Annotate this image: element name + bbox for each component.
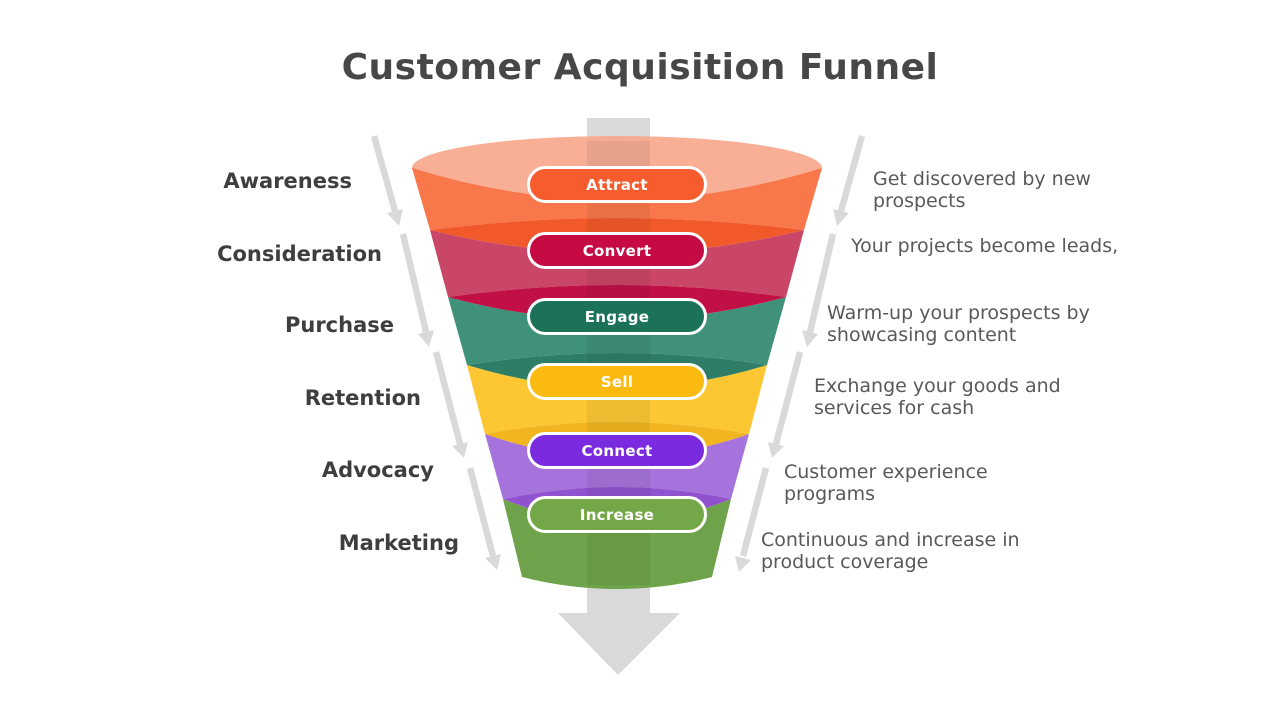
right-flow-arrow-lines bbox=[739, 135, 866, 557]
stage-label-consideration: Consideration bbox=[217, 242, 382, 266]
stage-label-retention: Retention bbox=[304, 386, 421, 410]
left-flow-arrow-heads bbox=[387, 209, 501, 570]
arrowhead-icon bbox=[387, 209, 403, 226]
pill-sell: Sell bbox=[527, 363, 707, 400]
right-flow-arrow-3 bbox=[772, 351, 804, 445]
right-flow-arrow-heads bbox=[735, 209, 849, 572]
pill-engage: Engage bbox=[527, 298, 707, 335]
stage-label-advocacy: Advocacy bbox=[321, 458, 434, 482]
left-flow-arrow-3 bbox=[432, 351, 464, 445]
down-arrow-head bbox=[558, 613, 680, 675]
left-flow-arrow-2 bbox=[399, 233, 430, 333]
pill-convert: Convert bbox=[527, 232, 707, 269]
stage-desc-awareness: Get discovered by new prospects bbox=[873, 168, 1091, 213]
stage-label-marketing: Marketing bbox=[338, 531, 459, 555]
arrowhead-icon bbox=[418, 330, 434, 347]
stage-desc-marketing: Continuous and increase in product cover… bbox=[761, 529, 1020, 574]
stage-desc-advocacy: Customer experience programs bbox=[784, 461, 988, 506]
arrowhead-icon bbox=[452, 442, 468, 458]
arrowhead-icon bbox=[735, 556, 751, 572]
stage-desc-purchase: Warm-up your prospects by showcasing con… bbox=[827, 302, 1090, 347]
right-flow-arrow-2 bbox=[806, 233, 837, 333]
arrowhead-icon bbox=[485, 554, 501, 570]
arrowhead-icon bbox=[802, 330, 818, 347]
left-flow-arrow-1 bbox=[370, 135, 399, 212]
right-flow-arrow-4 bbox=[739, 467, 770, 557]
stage-label-awareness: Awareness bbox=[223, 169, 352, 193]
arrowhead-icon bbox=[833, 209, 849, 226]
left-flow-arrow-lines bbox=[370, 135, 497, 557]
stage-label-purchase: Purchase bbox=[284, 313, 394, 337]
page-title: Customer Acquisition Funnel bbox=[341, 47, 939, 88]
left-flow-arrow-4 bbox=[466, 467, 497, 557]
pill-connect: Connect bbox=[527, 432, 707, 469]
stage-desc-consideration: Your projects become leads, bbox=[851, 235, 1119, 257]
pill-attract: Attract bbox=[527, 166, 707, 203]
arrowhead-icon bbox=[768, 442, 784, 458]
right-flow-arrow-1 bbox=[837, 135, 866, 212]
stage-desc-retention: Exchange your goods and services for cas… bbox=[814, 375, 1061, 420]
funnel-band-awareness bbox=[412, 168, 822, 230]
pill-increase: Increase bbox=[527, 496, 707, 533]
